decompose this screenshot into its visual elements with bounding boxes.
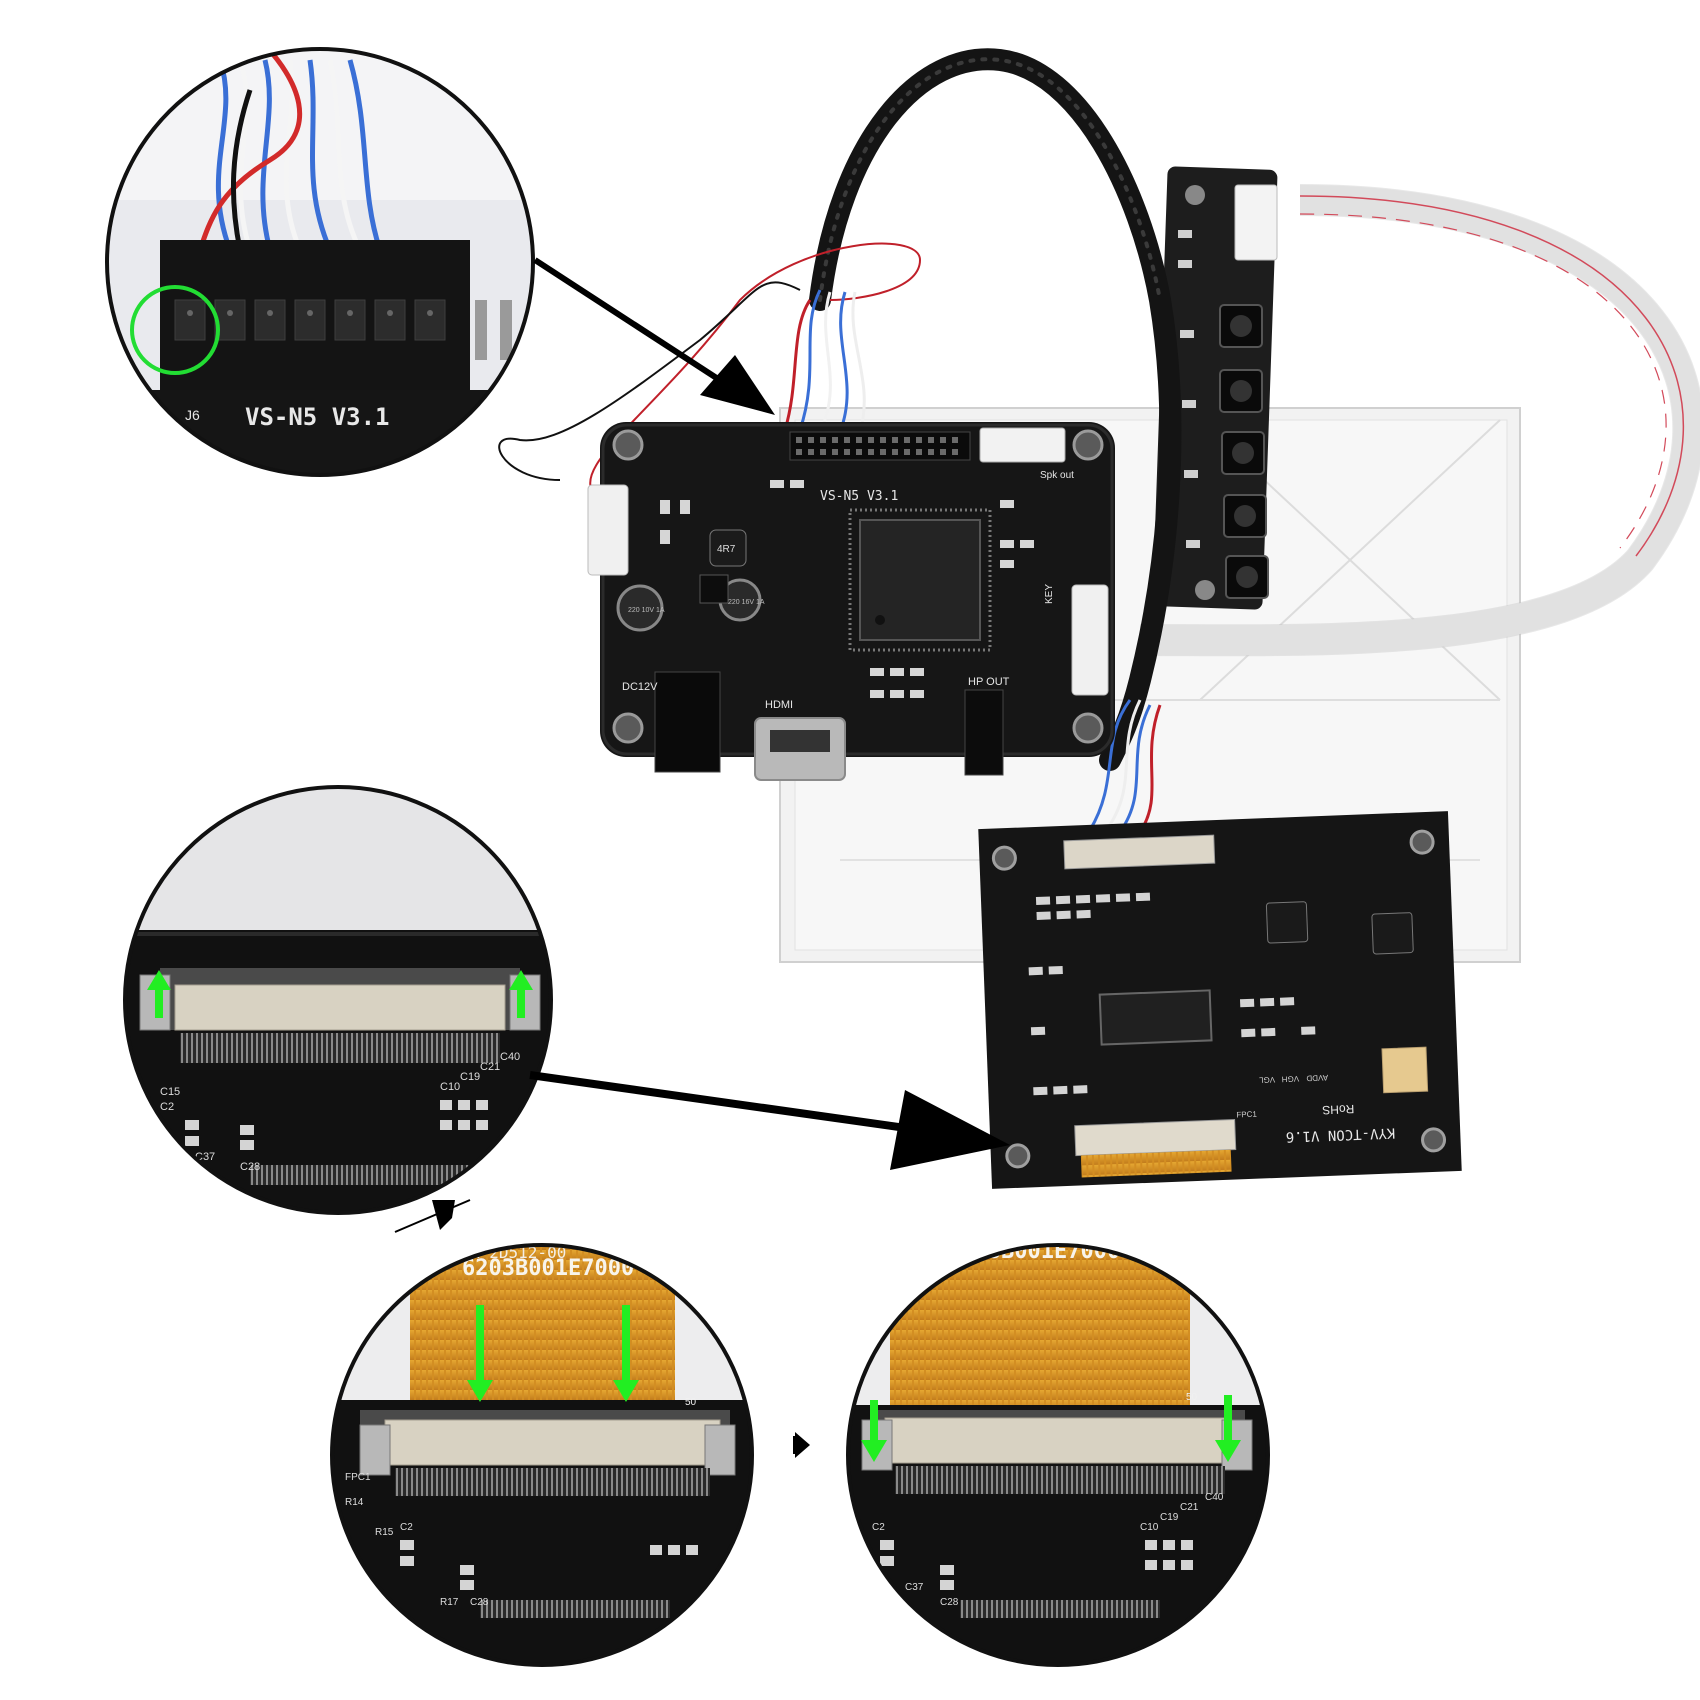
- mid-label-c19: C19: [460, 1071, 480, 1083]
- zoom-circle-connector-open: C15 C2 C37 C28 R17 C10 C19 C21 C40: [123, 785, 553, 1215]
- voltage-label-vgh: VGH: [1281, 1074, 1299, 1084]
- bl-label-c28: C28: [470, 1597, 489, 1608]
- speaker-out-label: Spk out: [1040, 470, 1074, 481]
- green-lock-arrow-right: [1215, 1395, 1241, 1462]
- tcon-board: KYV-TCON V1.6 RoHS AVDD VGH VGL FPC1: [978, 811, 1462, 1189]
- voltage-label-avdd: AVDD: [1306, 1073, 1328, 1083]
- mid-label-c10: C10: [440, 1081, 460, 1093]
- br-label-c21: C21: [1180, 1502, 1199, 1513]
- ribbon-cable: [1139, 184, 1700, 657]
- green-up-arrow-right: [509, 970, 533, 1018]
- mid-label-c21: C21: [480, 1061, 500, 1073]
- bl-label-r14: R14: [345, 1497, 364, 1508]
- br-label-c2: C2: [872, 1522, 885, 1533]
- rohs-label: RoHS: [1322, 1102, 1355, 1117]
- capacitor-2-label: 220 16V 1A: [728, 599, 765, 606]
- zoom-circle-wire-harness: VS-N5 V3.1 J6: [105, 47, 535, 477]
- bl-label-r17: R17: [440, 1597, 459, 1608]
- keypad-board: [1152, 166, 1278, 610]
- br-label-r17: R17: [880, 1602, 899, 1613]
- hdmi-label: HDMI: [765, 699, 793, 711]
- inductor-label: 4R7: [717, 544, 736, 555]
- zoom-top-board-label: VS-N5 V3.1: [245, 403, 390, 431]
- bl-pin-number: 50: [685, 1397, 697, 1408]
- zoom-top-pin-label: J6: [185, 407, 200, 423]
- pin1-highlight-circle: [130, 285, 220, 375]
- main-driver-board: VS-N5 V3.1 DC12V HDMI HP OUT Spk out KEY…: [587, 422, 1115, 781]
- green-down-arrow-left: [467, 1305, 493, 1402]
- main-board-model-label: VS-N5 V3.1: [820, 489, 898, 504]
- bl-label-c2: C2: [400, 1522, 413, 1533]
- mid-label-c15: C15: [160, 1086, 180, 1098]
- tcon-model-label: KYV-TCON V1.6: [1285, 1124, 1395, 1144]
- green-up-arrow-left: [147, 970, 171, 1018]
- bl-label-r15: R15: [375, 1527, 394, 1538]
- mid-label-c28: C28: [240, 1161, 260, 1173]
- bl-fpc-code: 6203B001E7000: [462, 1256, 634, 1281]
- mid-label-r17: R17: [160, 1151, 180, 1163]
- capacitor-1-label: 220 10V 1A: [628, 607, 665, 614]
- key-connector-label: KEY: [1044, 584, 1055, 604]
- power-jack-label: DC12V: [622, 681, 658, 693]
- green-lock-arrow-left: [861, 1400, 887, 1462]
- tcon-fpc-label: FPC1: [1236, 1110, 1257, 1120]
- br-label-c10: C10: [1140, 1522, 1159, 1533]
- arrow-middle-to-tcon: [529, 1071, 1010, 1170]
- br-fpc-code: 6203B001E7000: [948, 1239, 1120, 1264]
- step-arrow-1: [394, 1199, 471, 1233]
- mid-label-c2: C2: [160, 1101, 174, 1113]
- zoom-circle-connector-locked: 6203B001E7000 50 C2 C37 R17 C28 C10 C19 …: [846, 1239, 1270, 1667]
- br-label-c37: C37: [905, 1582, 924, 1593]
- br-label-c28: C28: [940, 1597, 959, 1608]
- green-down-arrow-right: [613, 1305, 639, 1402]
- lower-lvds-wires: [1088, 699, 1162, 833]
- step-arrow-2: [793, 1432, 810, 1458]
- black-cable: [809, 48, 1182, 771]
- arrow-top-to-main-board: [533, 257, 775, 415]
- hp-out-label: HP OUT: [968, 676, 1010, 688]
- br-pin-number: 50: [1186, 1392, 1198, 1403]
- mid-label-c40: C40: [500, 1051, 520, 1063]
- bl-label-fpc1: FPC1: [345, 1472, 371, 1483]
- br-label-c19: C19: [1160, 1512, 1179, 1523]
- voltage-label-vgl: VGL: [1258, 1075, 1275, 1085]
- zoom-circle-fpc-insert: K 2D512-00 6203B001E7000 50 FPC1 R14 R15…: [330, 1243, 754, 1667]
- br-label-c40: C40: [1205, 1492, 1224, 1503]
- lvds-wires: [783, 289, 866, 433]
